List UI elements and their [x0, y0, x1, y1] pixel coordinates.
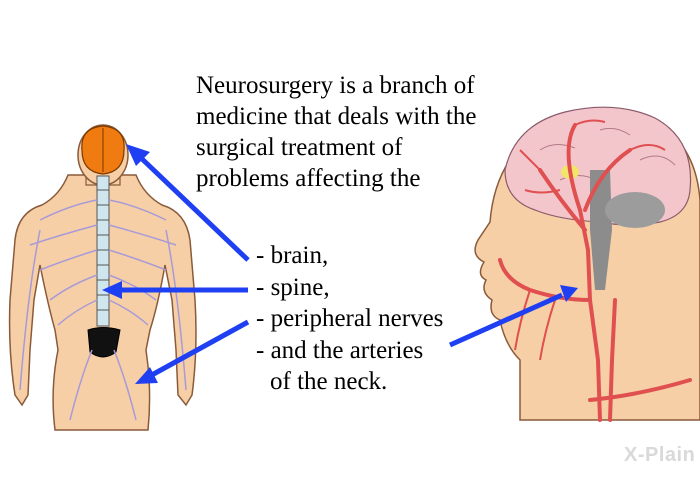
- list-item-arteries: - and the arteries: [256, 336, 424, 364]
- xplain-logo: X-Plain: [624, 444, 696, 466]
- list-item-spine: - spine,: [256, 273, 330, 301]
- human-back-figure: [8, 124, 197, 431]
- list-item-peripheral-nerves: - peripheral nerves: [256, 305, 444, 332]
- pointer-arrows: [102, 144, 578, 384]
- affected-areas-list: - brain, - spine, - peripheral nerves - …: [256, 240, 443, 398]
- head-side-figure: [474, 106, 700, 422]
- brainstem-shape: [590, 170, 612, 290]
- list-item-brain: - brain,: [256, 242, 329, 269]
- spinal-column: [96, 175, 110, 327]
- intro-line: Neurosurgery is a branch of: [196, 72, 475, 99]
- intro-line: medicine that deals with the: [196, 103, 477, 130]
- intro-line: surgical treatment of: [196, 134, 403, 161]
- list-item-neck: of the neck.: [270, 368, 388, 395]
- sacrum-shape: [87, 327, 121, 358]
- intro-text: Neurosurgery is a branch of medicine tha…: [196, 70, 526, 194]
- intro-line: problems affecting the: [196, 165, 421, 192]
- peripheral-nerves: [19, 199, 187, 421]
- arteries: [498, 123, 692, 422]
